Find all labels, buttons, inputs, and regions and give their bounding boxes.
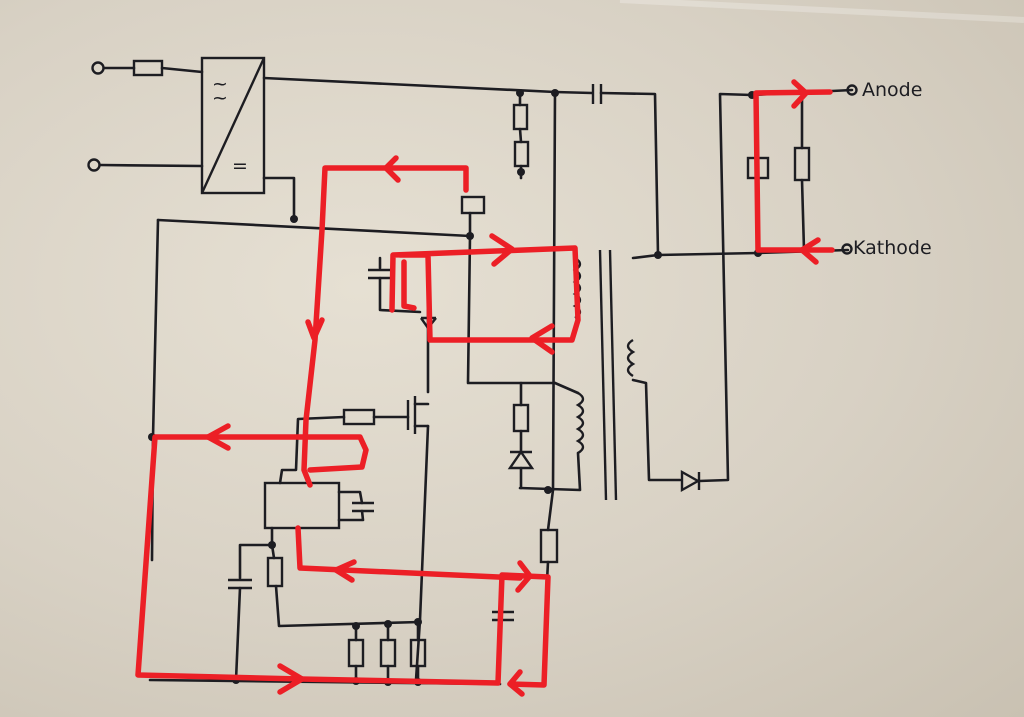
kathode-terminal xyxy=(841,243,853,255)
current-path-upper-loop xyxy=(301,165,469,488)
current-paths xyxy=(135,79,835,697)
anode-label: Anode xyxy=(862,79,922,101)
bleeder-resistor xyxy=(793,146,811,182)
sense-resistor-1 xyxy=(347,638,365,668)
wiring: ~ ~ = xyxy=(87,56,858,686)
ac-dc-converter: ~ ~ = xyxy=(200,56,266,195)
fuse xyxy=(132,59,164,77)
paper-edge xyxy=(619,0,1024,23)
clamp-diode xyxy=(507,449,535,470)
controller-ic xyxy=(263,481,341,530)
resistor-r1 xyxy=(512,103,529,131)
current-path-primary-loop xyxy=(389,245,581,343)
gate-resistor xyxy=(342,408,376,426)
current-path-lower-loop xyxy=(135,434,551,688)
current-path-ic-loop xyxy=(295,525,523,581)
kathode-label: Kathode xyxy=(853,237,932,259)
dc-symbol: = xyxy=(232,155,248,177)
resistor-r4 xyxy=(512,403,530,433)
sense-resistor-2 xyxy=(379,638,397,668)
current-path-output-loop xyxy=(753,89,835,253)
mosfet xyxy=(406,396,430,434)
output-rectifier-diode xyxy=(680,469,701,493)
resistor-r5 xyxy=(539,528,559,564)
resistor-r2 xyxy=(513,140,530,168)
resistor-r3 xyxy=(460,195,486,215)
transformer xyxy=(572,249,636,501)
input-terminal-bottom xyxy=(87,158,101,172)
anode-terminal xyxy=(846,84,858,96)
input-terminal-top xyxy=(91,61,105,75)
resistor-r6 xyxy=(266,556,284,588)
ac-symbol: ~ xyxy=(212,73,228,95)
ac-symbol-2: ~ xyxy=(212,87,228,109)
